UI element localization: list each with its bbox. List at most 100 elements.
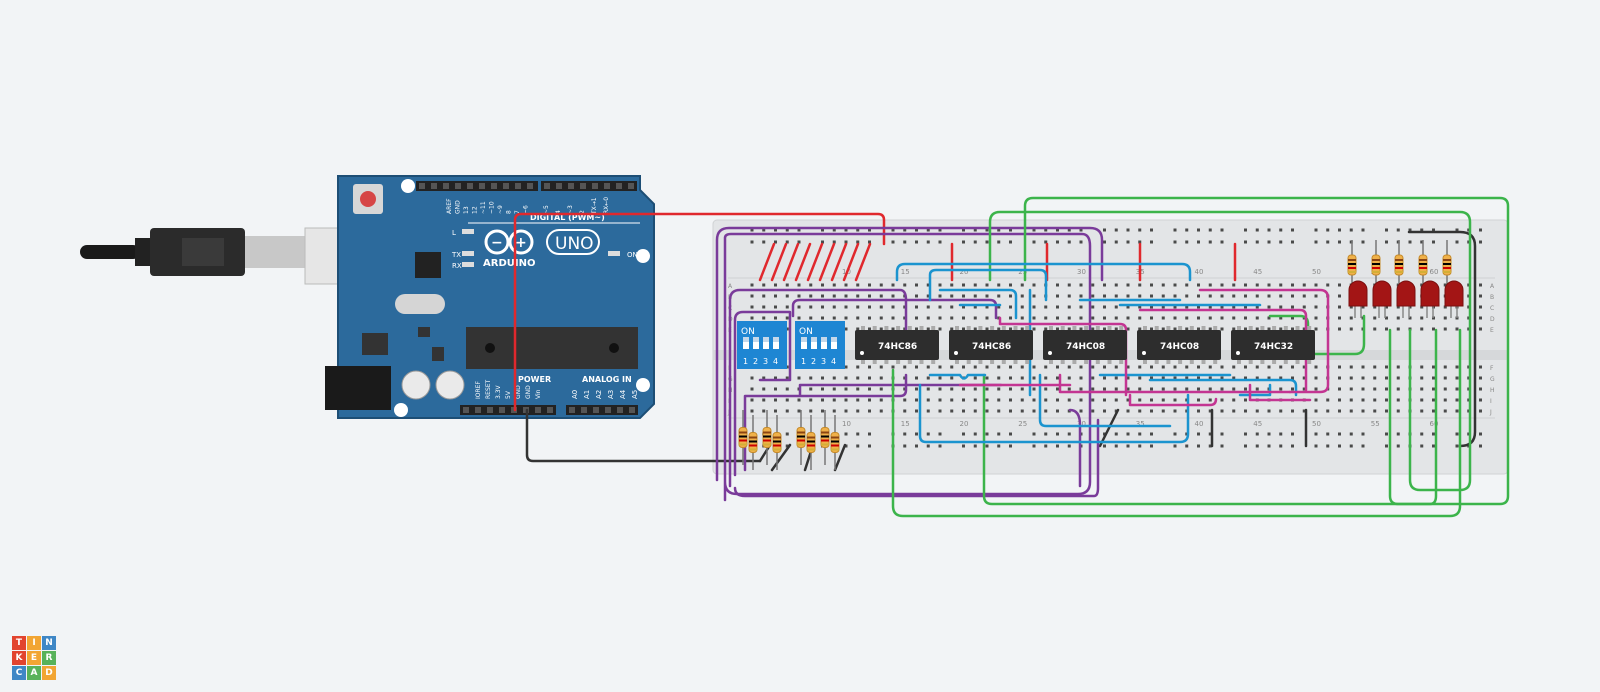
usb-chip [415,252,441,278]
board-led [462,251,474,256]
red-led[interactable] [1396,280,1416,307]
wire[interactable] [982,328,1438,506]
wire[interactable] [758,242,776,282]
wire[interactable] [842,242,860,282]
wire[interactable] [782,242,800,282]
board-led [462,229,474,234]
dip-toggle[interactable] [811,337,817,349]
wire[interactable] [513,212,886,412]
wire[interactable] [798,383,1003,397]
dip-toggle[interactable] [763,337,769,349]
wire[interactable] [1407,230,1477,448]
wire[interactable] [806,242,824,282]
power-header-label: POWER [518,375,551,384]
on-led-label: ON [627,251,638,259]
wire[interactable] [938,288,1018,320]
column-number: 45 [1253,268,1262,276]
ic-chip[interactable]: 74HC86 [855,326,939,364]
dip-toggle[interactable] [773,337,779,349]
logo-letter: I [27,636,41,650]
wire[interactable] [770,242,788,282]
ic-chip[interactable]: 74HC32 [1231,326,1315,364]
wire[interactable] [895,262,1192,282]
wire[interactable] [1248,383,1312,402]
ic-chip[interactable]: 74HC08 [1137,326,1221,364]
top-pin-label: 8 [506,210,513,214]
dip-toggle[interactable] [831,337,837,349]
wire[interactable] [733,310,792,477]
wire[interactable] [1058,373,1292,394]
power-header[interactable] [460,405,556,415]
top-pin-label: 7 [514,210,521,214]
red-led[interactable] [1372,280,1392,307]
row-letter: I [1490,398,1492,405]
dip-toggle[interactable] [821,337,827,349]
dip-number: 4 [831,357,836,366]
resistors[interactable] [738,240,1452,470]
column-number: 50 [1312,420,1321,428]
column-number: 25 [1018,268,1027,276]
wire[interactable] [998,316,1128,397]
dip-number: 4 [773,357,778,366]
wire[interactable] [1128,393,1218,407]
wire[interactable] [728,288,908,488]
mount-hole [401,179,415,193]
brand-label: ARDUINO [483,258,535,269]
dip-toggle[interactable] [753,337,759,349]
wire[interactable] [1198,288,1330,394]
row-letter: D [1490,316,1495,323]
dip-toggle[interactable] [743,337,749,349]
wire[interactable] [918,383,1190,444]
analog-pin-label: A0 [571,390,579,399]
top-pin-label: ~9 [497,205,504,214]
red-led[interactable] [1444,280,1464,307]
column-number: 30 [1077,268,1086,276]
ic-chip[interactable]: 74HC08 [1043,326,1127,364]
digital-header[interactable] [416,181,637,191]
wire[interactable] [988,210,1472,492]
analog-header[interactable] [566,405,638,415]
wire[interactable] [1098,408,1308,448]
analog-header-label: ANALOG IN [582,375,632,384]
wires[interactable] [513,196,1510,518]
analog-pin-label: A5 [631,390,639,399]
wire[interactable] [830,242,848,282]
wire[interactable] [791,298,998,320]
column-number: 15 [901,420,910,428]
logo-letter: D [42,666,56,680]
logo-letter: E [27,651,41,665]
wire[interactable] [723,232,1092,502]
top-pin-label: 4 [555,210,562,214]
wire[interactable] [1138,308,1308,392]
wire[interactable] [891,328,1462,518]
wire[interactable] [1148,378,1298,397]
ic-chip[interactable]: 74HC86 [949,326,1033,364]
wire[interactable] [1038,373,1172,428]
chip-label: 74HC86 [878,342,917,352]
wire[interactable] [525,408,762,463]
arduino-uno-board[interactable]: − + ARDUINO UNO DIGITAL (PWM~) POWER ANA… [325,175,655,419]
dip-number: 3 [821,357,826,366]
logo-letter: C [12,666,26,680]
board-led-label: L [452,229,456,237]
wire[interactable] [928,268,1048,302]
wire[interactable] [794,242,812,282]
wire[interactable] [928,373,987,380]
power-jack[interactable] [325,366,391,410]
wire[interactable] [743,373,908,472]
dip-number: 1 [801,357,806,366]
wire[interactable] [758,443,847,472]
wire[interactable] [854,242,872,282]
wire[interactable] [733,418,1100,498]
wire[interactable] [818,242,836,282]
column-number: 60 [1430,268,1439,276]
red-led[interactable] [1348,280,1368,307]
red-led[interactable] [1420,280,1440,307]
wire[interactable] [715,226,1104,482]
dip-toggle[interactable] [801,337,807,349]
leds[interactable] [1348,280,1464,318]
